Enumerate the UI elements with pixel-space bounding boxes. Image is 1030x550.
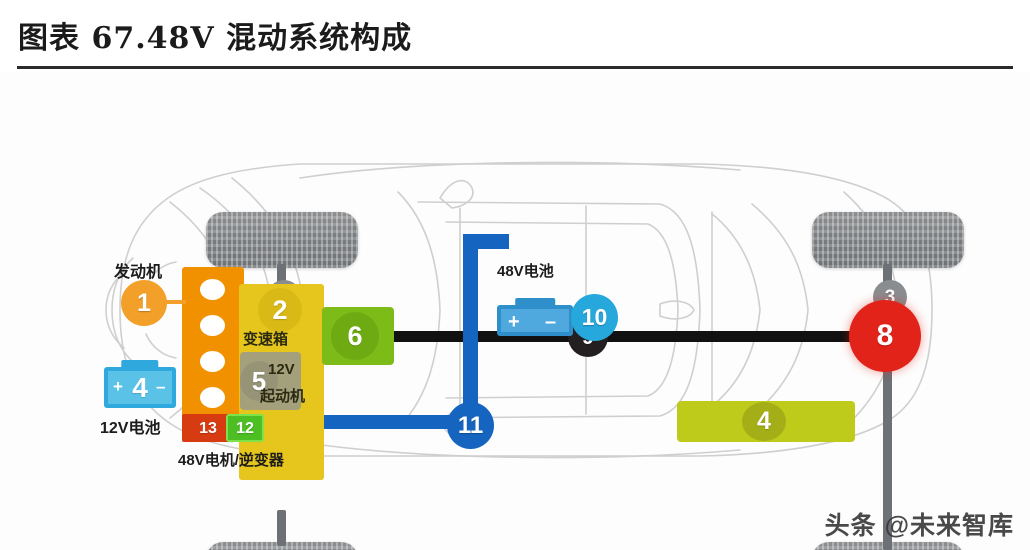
marker-6-starter[interactable]: 5	[240, 361, 278, 401]
hv-cable-vertical	[463, 234, 478, 429]
caption-12v-battery: 12V电池	[100, 420, 161, 437]
marker-4-rear-module[interactable]: 4	[742, 402, 786, 441]
axle-rear-right	[883, 362, 892, 550]
marker-2-transmission[interactable]: 2	[258, 288, 302, 332]
wheel-front-right	[206, 542, 358, 550]
axle-front-right	[277, 510, 286, 546]
battery-48v-icon[interactable]: + –	[497, 298, 573, 336]
caption-starter-12v-line2: 起动机	[260, 388, 306, 405]
piston-4	[200, 387, 225, 408]
battery-12v-body	[104, 367, 176, 408]
watermark: 头条 @未来智库	[824, 512, 1014, 540]
marker-11-hv-cable[interactable]: 11	[447, 402, 494, 449]
battery-12v-minus: –	[156, 377, 166, 396]
marker-5-12v-battery[interactable]: 4	[132, 371, 148, 403]
starter-12v-box[interactable]	[240, 352, 301, 410]
hybrid-system-diagram: 3 3 9 8 4 11 + – 10 48V电池	[0, 72, 1030, 550]
battery-48v-cap	[515, 298, 555, 307]
battery-12v-icon[interactable]: + – 4	[104, 360, 176, 408]
marker-1-engine[interactable]: 1	[121, 280, 167, 326]
marker-10-48v-battery[interactable]: 10	[571, 294, 618, 341]
caption-48v-battery: 48V电池	[497, 263, 554, 280]
rear-module[interactable]	[677, 401, 855, 442]
wheel-rear-left	[812, 212, 964, 268]
caption-48v-inverter: 48V电机/逆变器	[178, 452, 284, 469]
caption-engine: 发动机	[114, 264, 163, 281]
title-divider	[17, 66, 1013, 69]
wheel-front-left	[206, 212, 358, 268]
page-title: 图表 67.48V 混动系统构成	[18, 21, 413, 56]
battery-12v-plus: +	[113, 377, 123, 396]
battery-48v-minus: –	[545, 311, 557, 333]
inverter-red-module[interactable]	[182, 414, 234, 442]
battery-48v-plus: +	[508, 311, 520, 333]
marker-7-green-unit[interactable]: 6	[331, 312, 379, 360]
driveshaft	[368, 331, 878, 342]
piston-3	[200, 351, 225, 372]
marker-8-rear-axle-unit[interactable]: 8	[849, 300, 921, 372]
caption-starter-12v: 12V	[268, 361, 295, 378]
battery-12v-cap	[121, 360, 159, 369]
green-unit-box[interactable]	[322, 307, 394, 365]
hv-cable-top-elbow	[463, 234, 509, 249]
piston-1	[200, 279, 225, 300]
marker-12-inverter-green[interactable]: 12	[236, 419, 254, 437]
inverter-green-module[interactable]	[226, 414, 264, 442]
piston-2	[200, 315, 225, 336]
engine-leader-line	[160, 300, 186, 304]
marker-13-inverter-red[interactable]: 13	[199, 419, 217, 437]
title-bar: 图表 67.48V 混动系统构成	[0, 0, 1030, 72]
caption-transmission: 变速箱	[243, 331, 289, 348]
